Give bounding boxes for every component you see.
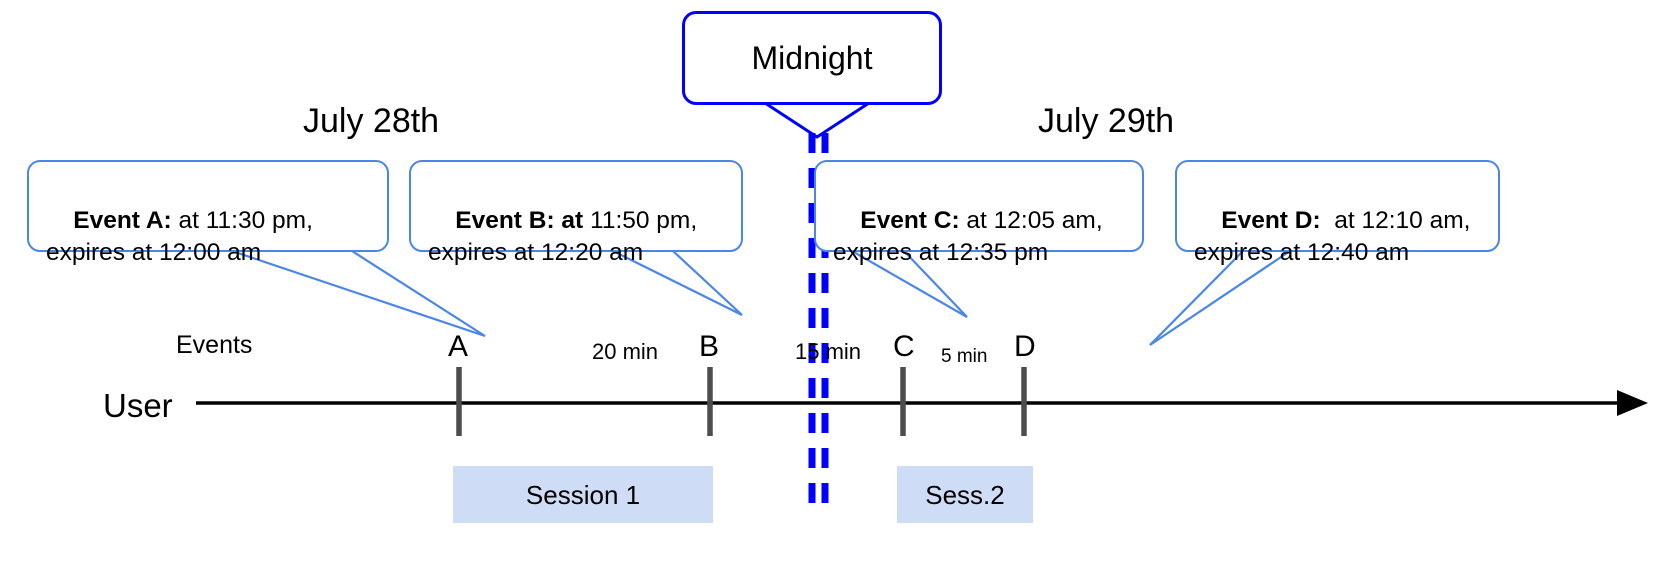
event-a-line1-rest: at 11:30 pm, [171,206,313,234]
tick-label-b: B [699,330,720,363]
midnight-callout-tail [741,101,893,139]
gap-label-c-to-d: 5 min [941,346,988,367]
date-label-july-29: July 29th [1038,102,1175,140]
event-c-callout[interactable]: Event C: at 12:05 am, expires at 12:35 pm [814,160,1144,266]
event-d-line2: expires at 12:40 am [1194,239,1410,267]
tick-label-a: A [448,330,469,363]
session-block-1[interactable]: Session 1 [453,466,713,523]
timeline-arrow-head [1617,390,1648,416]
event-b-line2: expires at 12:20 am [428,239,644,267]
gap-label-a-to-b: 20 min [592,339,659,364]
event-c-line2: expires at 12:35 pm [833,239,1049,267]
date-label-july-28: July 28th [303,102,440,140]
event-c-line1-rest: at 12:05 am, [959,206,1103,234]
event-a-line2: expires at 12:00 am [46,239,262,267]
event-d-line1-rest: at 12:10 am, [1320,206,1471,234]
event-c-bold-prefix: Event C: [860,206,960,234]
tick-label-d: D [1014,330,1036,363]
event-a-bold-prefix: Event A: [73,206,172,234]
event-d-bold-prefix: Event D: [1221,206,1321,234]
event-a-callout[interactable]: Event A: at 11:30 pm, expires at 12:00 am [27,160,389,266]
tick-label-c: C [893,330,915,363]
user-row-label: User [103,387,173,424]
event-b-line1-rest: 11:50 pm, [583,206,698,234]
session-2-label: Sess.2 [925,479,1005,510]
midnight-callout-label: Midnight [751,40,873,76]
event-d-callout[interactable]: Event D: at 12:10 am, expires at 12:40 am [1175,160,1500,266]
midnight-callout[interactable]: Midnight [682,11,942,105]
event-b-bold-prefix: Event B: at [455,206,584,234]
gap-label-b-to-c: 15 min [795,339,862,364]
event-b-callout[interactable]: Event B: at 11:50 pm, expires at 12:20 am [409,160,743,266]
session-1-label: Session 1 [525,479,641,510]
events-row-label: Events [176,331,253,359]
session-block-2[interactable]: Sess.2 [897,466,1033,523]
